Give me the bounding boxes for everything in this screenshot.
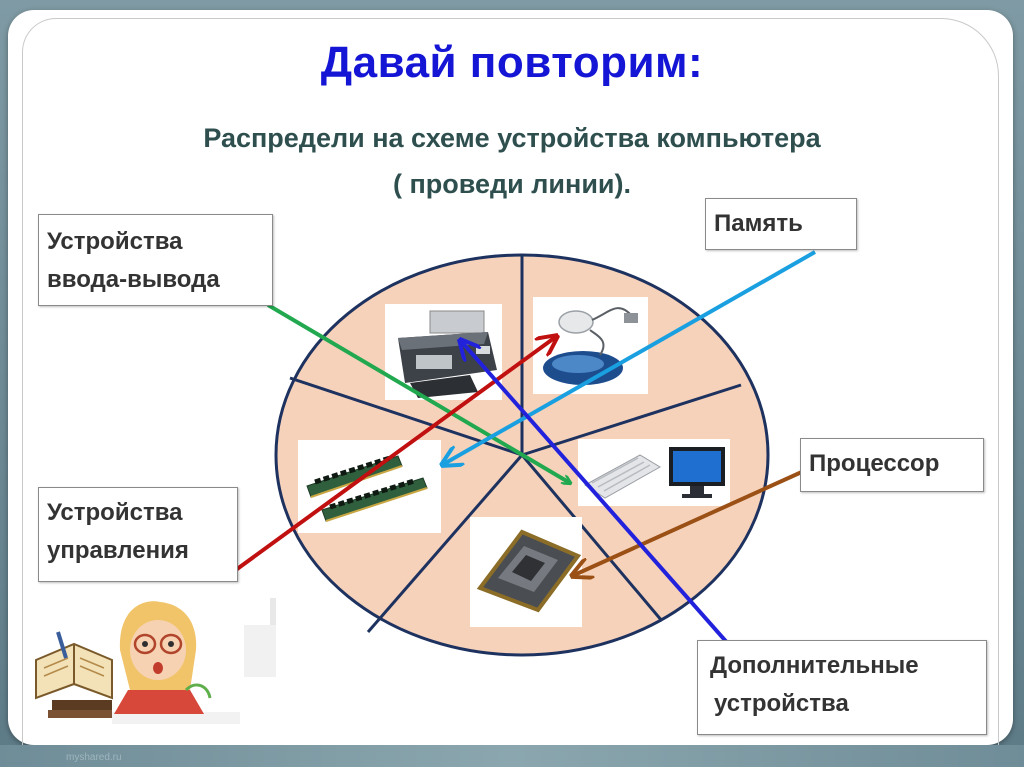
arrow-processor (572, 464, 816, 576)
footer-bar (0, 745, 1024, 767)
slide-title: Давай повторим: (320, 38, 704, 87)
arrow-memory (442, 250, 816, 465)
instructions-line-1: Распредели на схеме устройства компьютер… (203, 123, 821, 153)
instructions-line-2: ( проведи линии). (392, 169, 632, 199)
label-additional-line-1: Дополнительные (710, 652, 919, 679)
label-additional-devices: Дополнительные устройства (697, 640, 987, 735)
teacher-illustration (112, 598, 276, 724)
keyboard-monitor-icon (578, 439, 730, 506)
label-control-line-2: управления (47, 537, 189, 564)
slide-instructions: Распредели на схеме устройства компьютер… (0, 115, 1024, 207)
mouse-icon (533, 297, 648, 394)
label-processor: Процессор (800, 438, 984, 492)
label-io-devices: Устройства ввода-вывода (38, 214, 273, 306)
slide-frame (22, 18, 999, 764)
label-control-devices: Устройства управления (38, 487, 238, 582)
cpu-chip-icon (470, 517, 582, 627)
label-io-line-2: ввода-вывода (47, 266, 220, 293)
label-control-line-1: Устройства (47, 499, 183, 526)
arrow-io-devices (266, 303, 570, 483)
label-memory: Память (705, 198, 857, 250)
label-additional-line-2: устройства (714, 690, 849, 717)
arrow-additional-devices (460, 340, 740, 657)
memory-modules-icon (298, 440, 441, 533)
label-io-line-1: Устройства (47, 228, 183, 255)
book-illustration (35, 631, 113, 718)
arrow-control-devices (231, 336, 557, 574)
footer-watermark: myshared.ru (66, 752, 122, 763)
